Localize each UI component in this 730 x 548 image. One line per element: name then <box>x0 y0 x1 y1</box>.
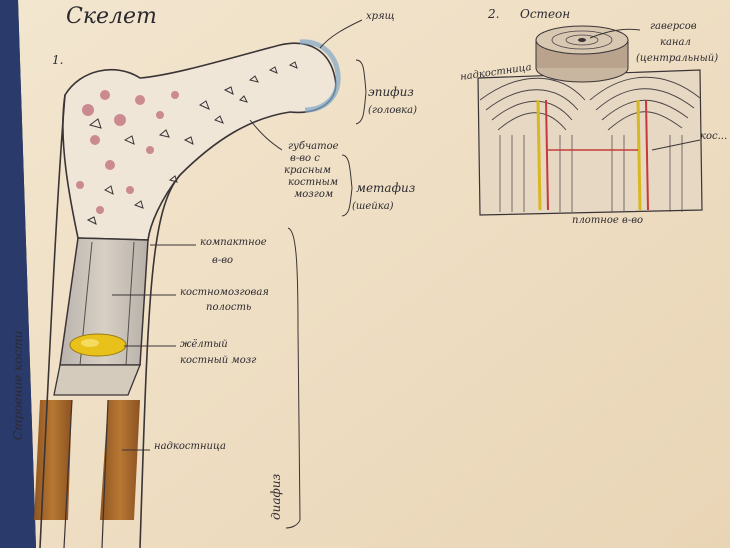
label-yellow-marrow-line2: костный мозг <box>180 355 257 366</box>
page2-title: Остеон <box>520 7 571 21</box>
label-haversian-line3: (центральный) <box>636 53 719 64</box>
label-epiphysis-note: (головка) <box>368 105 418 116</box>
page1-title: Скелет <box>66 4 157 29</box>
label-spongy-line4: костным <box>288 177 339 188</box>
bone-illustration <box>34 39 341 548</box>
label-marrow-cavity-line2: полость <box>206 302 252 313</box>
label-yellow-marrow-line1: жёлтый <box>180 339 228 350</box>
label-compact-line1: компактное <box>200 237 267 248</box>
side-label-bone-structure: Строение кости <box>11 330 25 440</box>
label-spongy-line1: губчатое <box>288 141 339 152</box>
label-bone-cells: кос... <box>700 131 728 142</box>
label-epiphysis: эпифиз <box>368 85 414 99</box>
label-compact-substance: плотное в-во <box>572 215 644 226</box>
page1-number: 1. <box>52 53 64 67</box>
label-spongy-line2: в-во с <box>290 153 320 164</box>
label-marrow-cavity-line1: костномозговая <box>180 287 269 298</box>
label-haversian-line2: канал <box>660 37 691 48</box>
label-diaphysis: диафиз <box>269 473 283 520</box>
label-compact-line2: в-во <box>212 255 234 266</box>
label-spongy-line3: красным <box>284 165 331 176</box>
page2-number: 2. <box>488 7 500 21</box>
label-metaphysis: метафиз <box>356 181 416 195</box>
label-periosteum: надкостница <box>154 441 226 452</box>
label-cartilage: хрящ <box>366 11 395 22</box>
label-spongy-line5: мозгом <box>294 189 334 200</box>
label-haversian-line1: гаверсов <box>650 21 697 32</box>
label-metaphysis-note: (шейка) <box>352 201 394 212</box>
